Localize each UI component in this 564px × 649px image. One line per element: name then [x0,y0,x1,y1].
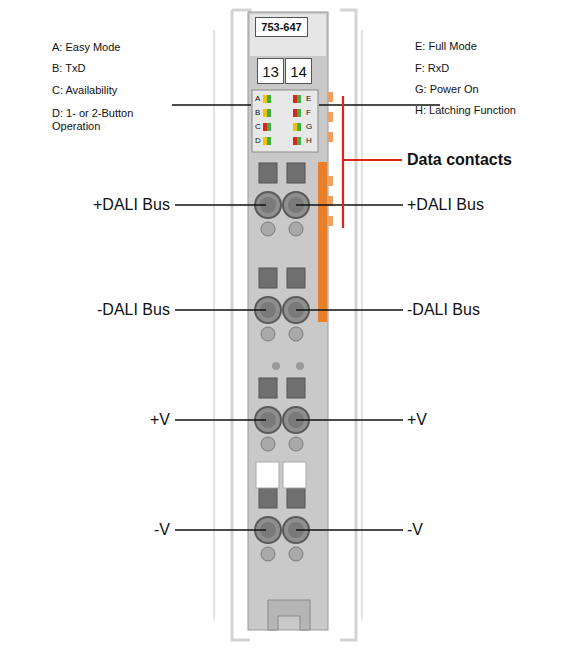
led-legend-text: G: Power On [415,83,479,96]
led-letter: H [306,136,312,146]
test-hole [261,547,275,561]
led-legend-text: B: TxD [52,62,85,75]
led-letter: G [306,122,312,132]
signal-name: +V [407,410,427,429]
test-hole [289,327,303,341]
led-legend-text: C: Availability [52,84,117,97]
node-text: 13 [262,63,279,80]
led-legend-text: A: Easy Mode [52,41,120,54]
signal-name: -V [407,520,423,539]
led-letter: A [255,94,260,104]
power-jumper-contact [318,162,327,322]
part-number-box: 753-647 [255,17,308,37]
leader-line [172,105,440,530]
led-legend-text: E: Full Mode [415,40,477,53]
release-slot [259,163,277,183]
test-hole [289,547,303,561]
label-area [250,14,326,56]
led-legend-text: F: RxD [415,62,449,75]
led-legend-text: D: 1- or 2-Button Operation [52,107,170,133]
led-letter: B [255,108,260,118]
test-hole [261,437,275,451]
callout-label: Data contacts [407,150,512,169]
led-letter: D [255,136,261,146]
release-slot [259,268,277,288]
bracket [343,96,402,228]
signal-name: +DALI Bus [407,195,484,214]
release-slot [259,378,277,398]
test-hole [289,437,303,451]
signal-name: +DALI Bus [93,195,170,214]
test-point [296,362,304,370]
marker-slot [256,462,279,488]
test-point [272,362,280,370]
node-text: 14 [290,63,307,80]
release-slot [287,163,305,183]
node-text: 753-647 [261,21,301,33]
release-slot [259,488,277,508]
test-hole [261,222,275,236]
led-letter: C [255,122,261,132]
terminal-number-box: 13 [257,58,284,84]
led-letter: E [306,94,311,104]
terminal-number-box: 14 [285,58,312,84]
release-slot [287,488,305,508]
led-letter: F [306,108,311,118]
data-contact [327,92,333,226]
terminal-group [255,163,309,561]
module-housing [248,12,328,630]
signal-name: -V [154,520,170,539]
signal-name: -DALI Bus [407,300,480,319]
led-legend-text: H: Latching Function [415,104,516,117]
test-hole [261,327,275,341]
release-slot [287,378,305,398]
release-slot [287,268,305,288]
release-latch [268,600,310,630]
test-hole [289,222,303,236]
led-row [263,95,301,145]
signal-name: -DALI Bus [97,300,170,319]
marker-slot [283,462,306,488]
led-panel [252,90,318,152]
signal-name: +V [150,410,170,429]
